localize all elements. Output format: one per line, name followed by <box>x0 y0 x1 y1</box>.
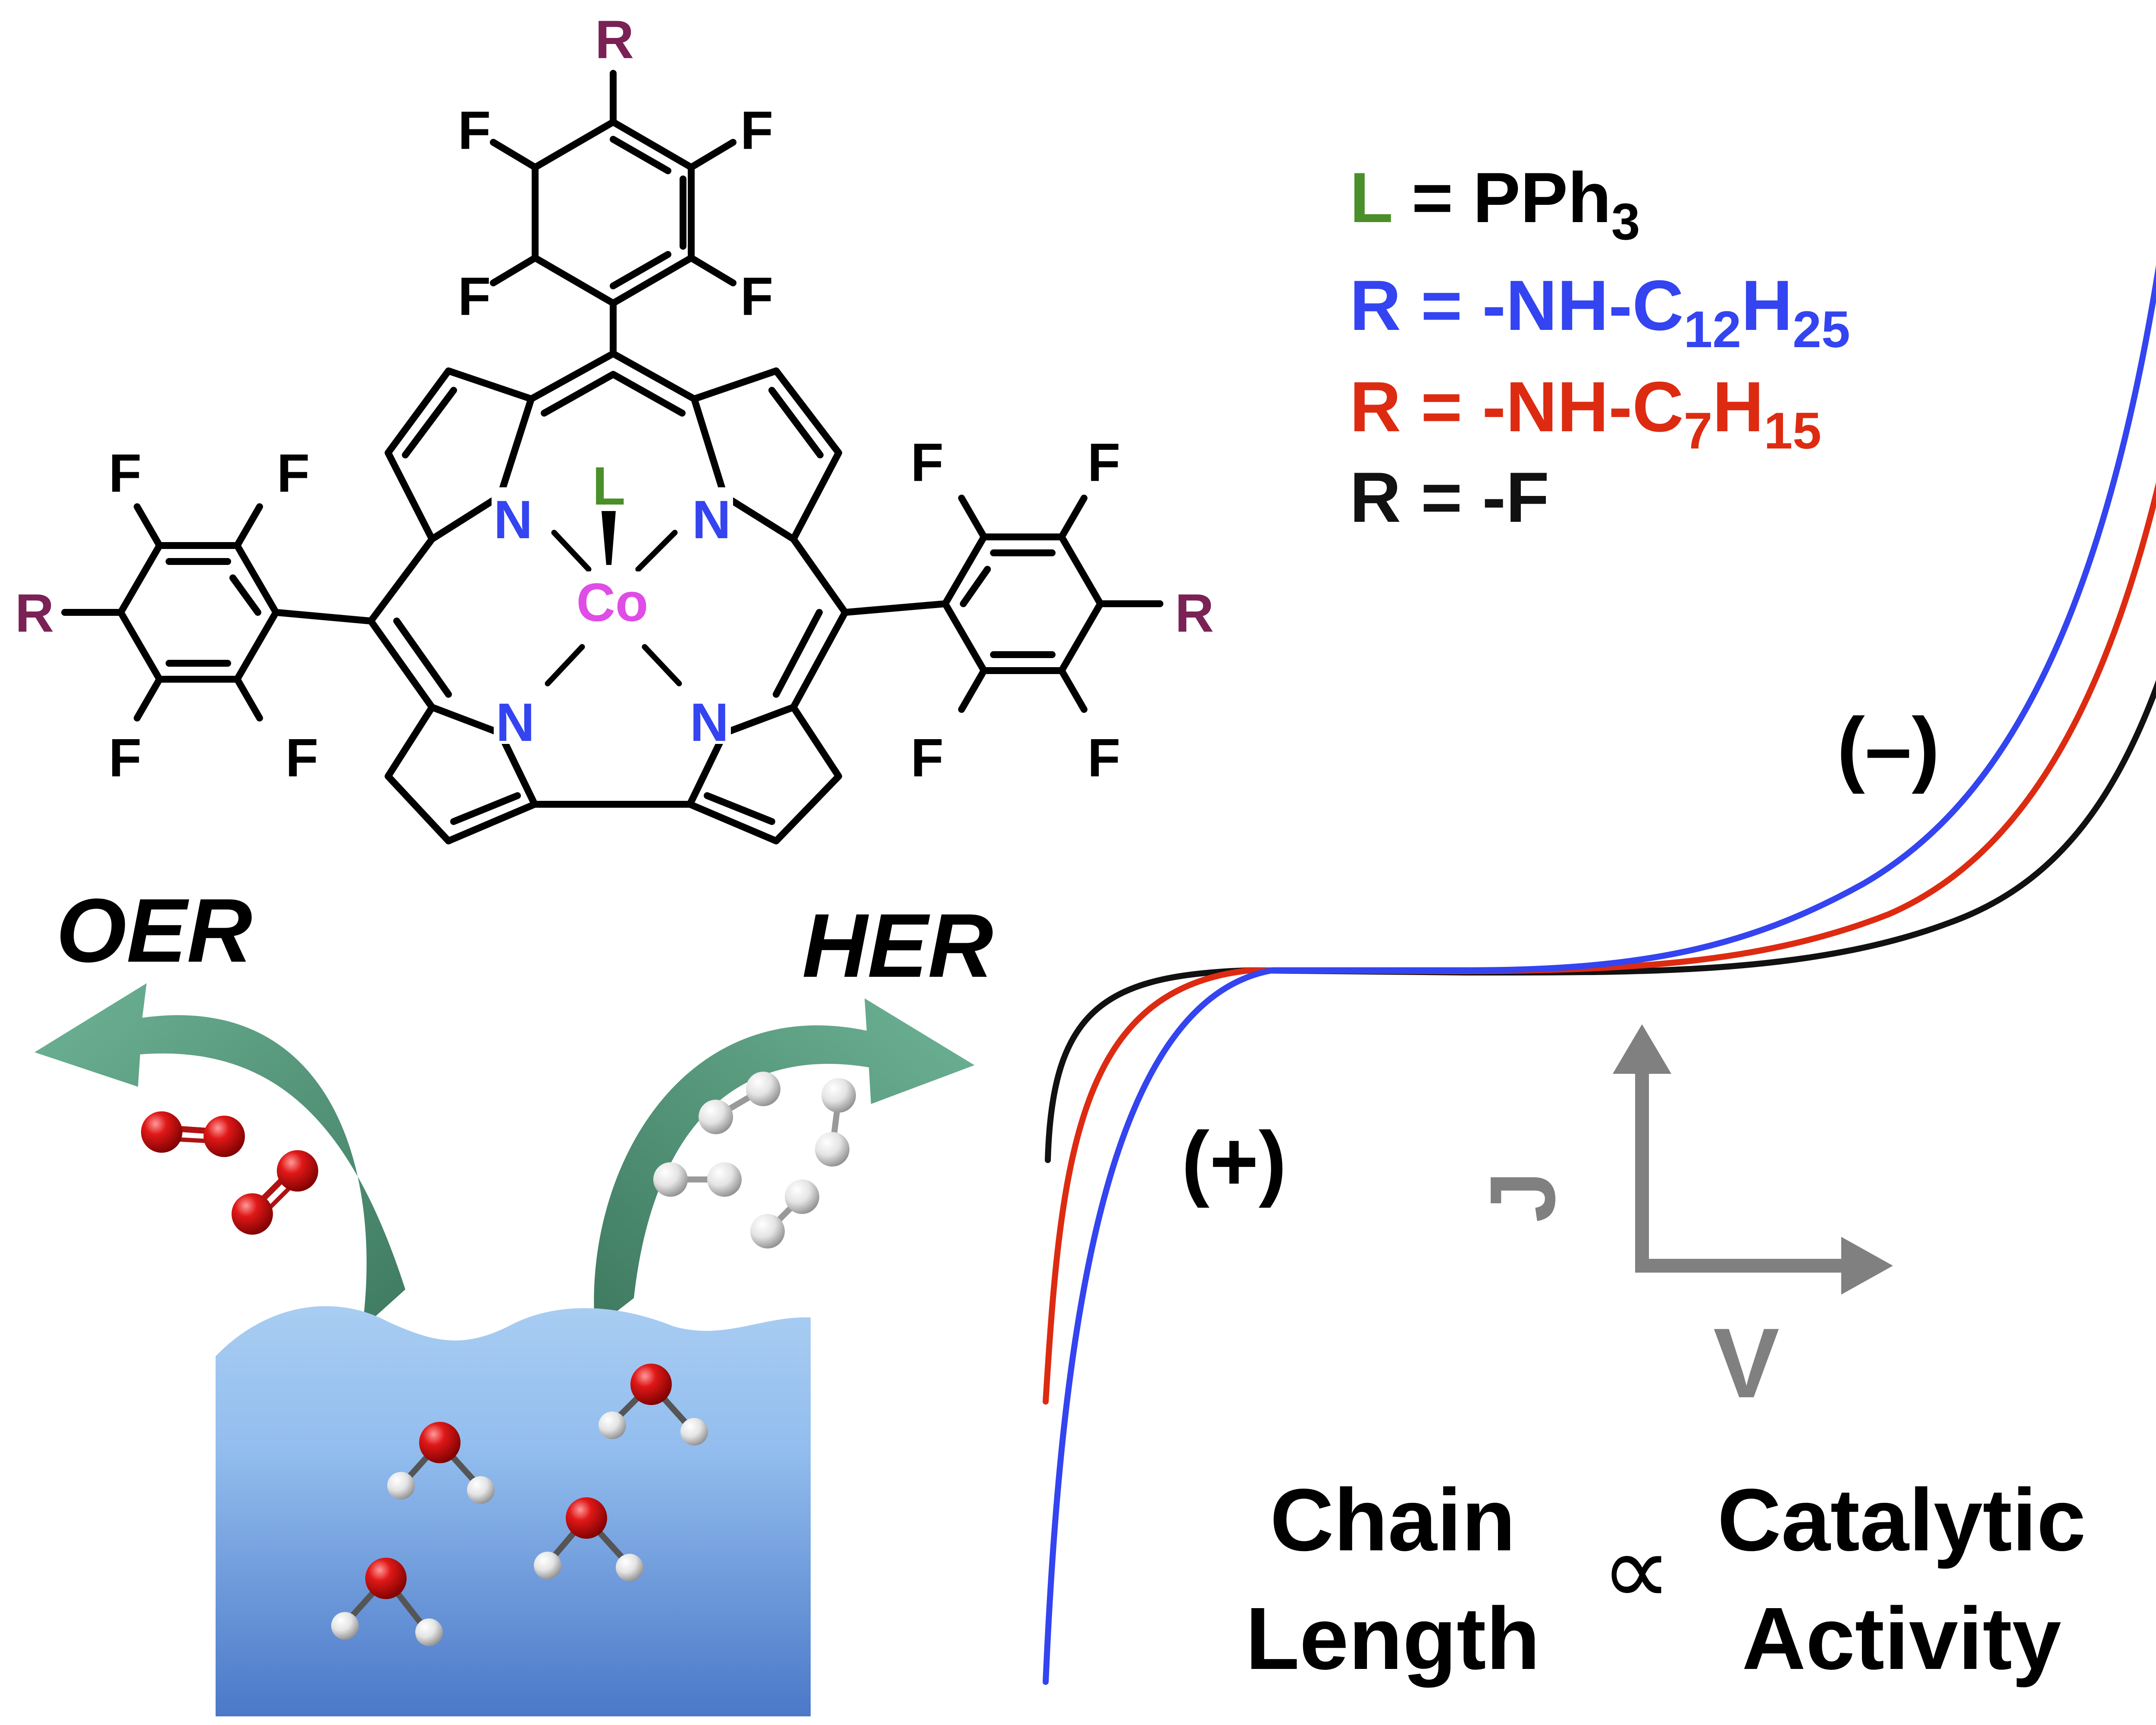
h2-molecule <box>815 1078 856 1167</box>
fluorine-label: F <box>458 267 491 326</box>
substituent-r-label: R <box>1175 583 1214 643</box>
curve-fluoro <box>1045 680 2156 1163</box>
fluorine-label: F <box>911 728 943 788</box>
jv-axes <box>1613 1024 1893 1295</box>
substituent-r-label: R <box>15 583 54 643</box>
j-axis-arrowhead <box>1613 1024 1671 1074</box>
top-aryl-ring <box>532 119 695 307</box>
nitrogen-label-1: N <box>494 490 533 550</box>
cobalt-label: Co <box>577 573 649 633</box>
fluorine-label: F <box>109 443 141 503</box>
fluorine-label: F <box>1087 433 1120 492</box>
proportional-symbol: ∝ <box>1601 1515 1672 1625</box>
polarization-curves <box>1043 265 2156 1685</box>
activity-label: Activity <box>1742 1589 2062 1688</box>
axial-ligand-label: L <box>592 456 625 516</box>
curve-dodecyl <box>1043 265 2156 1685</box>
catalytic-label: Catalytic <box>1717 1471 2086 1569</box>
right-ring-double-bonds <box>960 549 1056 658</box>
cobalt-corrole-structure <box>61 70 1163 844</box>
right-aryl-ring <box>942 533 1104 674</box>
fluorine-label: F <box>277 443 310 503</box>
substituent-r-label: R <box>595 10 634 70</box>
nitrogen-label-3: N <box>496 693 535 753</box>
nitrogen-label-2: N <box>692 490 731 550</box>
axial-wedge-bond <box>602 511 616 565</box>
fluorine-label: F <box>109 728 141 788</box>
water-surface <box>216 1306 811 1716</box>
her-label: HER <box>802 895 993 996</box>
top-ring-double-bonds <box>610 136 686 289</box>
o2-molecule <box>232 1150 318 1235</box>
legend-entry-fluoro: R = -F <box>1350 458 1549 537</box>
water-molecules <box>331 1364 708 1646</box>
h2-molecule <box>653 1162 742 1197</box>
positive-label: (+) <box>1181 1114 1287 1208</box>
o2-molecule <box>141 1111 245 1157</box>
nitrogen-label-4: N <box>690 693 729 753</box>
legend: L = PPh3 R = -NH-C12H25 R = -NH-C7H15 R … <box>1350 158 1850 537</box>
atom-labels: N N N N Co L F F F F F F F F F F F F R <box>15 10 1214 788</box>
v-axis-arrowhead <box>1841 1237 1893 1295</box>
oer-label: OER <box>56 880 252 981</box>
water-molecule <box>331 1558 443 1646</box>
legend-ligand-line: L = PPh3 <box>1350 158 1640 251</box>
curve-heptyl <box>1043 482 2156 1405</box>
h2-molecule <box>750 1179 819 1248</box>
hydrogen-molecules <box>653 1072 856 1248</box>
water-molecule <box>599 1364 708 1446</box>
length-label: Length <box>1245 1589 1540 1688</box>
fluorine-label: F <box>911 433 943 492</box>
fluorine-label: F <box>740 267 773 326</box>
h2-molecule <box>699 1072 780 1134</box>
fluorine-label: F <box>740 100 773 160</box>
j-axis-label: J <box>1470 1171 1574 1223</box>
fluorine-label: F <box>1087 728 1120 788</box>
chain-label: Chain <box>1270 1471 1515 1569</box>
fluorine-label: F <box>458 100 491 160</box>
legend-entry-heptyl: R = -NH-C7H15 <box>1350 367 1821 460</box>
left-aryl-ring <box>117 542 279 683</box>
fluorine-label: F <box>285 728 318 788</box>
negative-label: (–) <box>1837 700 1940 794</box>
oer-curved-arrow <box>34 983 405 1328</box>
water-molecule <box>387 1422 495 1504</box>
oxygen-molecules <box>141 1111 318 1235</box>
her-curved-arrow <box>594 998 975 1328</box>
v-axis-label: V <box>1713 1308 1779 1418</box>
left-ring-double-bonds <box>166 558 261 667</box>
legend-entry-dodecyl: R = -NH-C12H25 <box>1350 266 1850 358</box>
water-molecule <box>534 1497 643 1581</box>
